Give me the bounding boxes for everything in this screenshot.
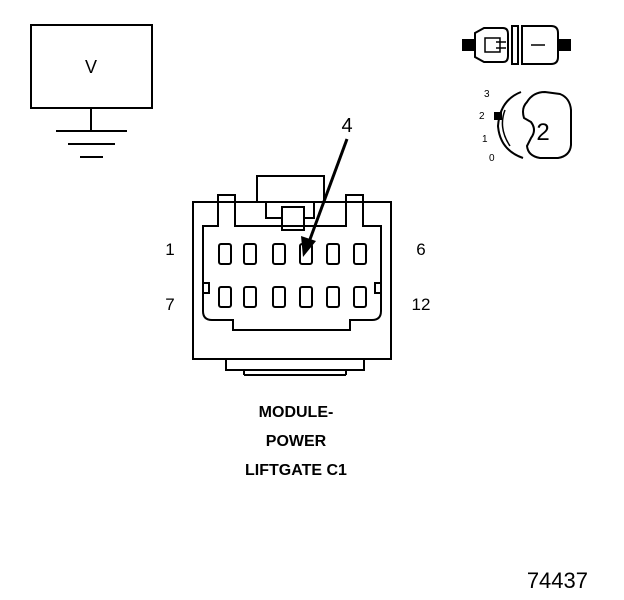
pin-pointer-label: 4 <box>341 115 352 137</box>
connector-body <box>192 201 392 360</box>
pin-label-bottom-left: 7 <box>165 295 174 314</box>
pin-9 <box>272 286 286 308</box>
pin-row-top <box>218 243 367 265</box>
pin-10 <box>299 286 313 308</box>
connector <box>192 175 392 376</box>
voltmeter-label: V <box>85 57 97 77</box>
selector-position-2: 2 <box>479 111 485 122</box>
test-probe-icon <box>462 25 571 65</box>
pin-12 <box>353 286 367 308</box>
connector-foot <box>225 359 365 371</box>
pin-8 <box>243 286 257 308</box>
connector-title-line-3: LIFTGATE C1 <box>245 462 347 479</box>
pin-label-bottom-right: 12 <box>412 295 431 314</box>
selector-dial-icon: 3 2 1 0 2 <box>479 89 572 164</box>
connector-title-line-2: POWER <box>266 433 327 450</box>
pin-6 <box>353 243 367 265</box>
selector-position-1: 1 <box>482 134 488 145</box>
pin-7 <box>218 286 232 308</box>
selector-value: 2 <box>536 119 549 146</box>
selector-position-3: 3 <box>484 89 490 100</box>
connector-cavity <box>202 194 382 331</box>
connector-title-line-1: MODULE- <box>259 404 334 421</box>
pin-5 <box>326 243 340 265</box>
pin-11 <box>326 286 340 308</box>
pin-row-bottom <box>218 286 367 308</box>
pin-1 <box>218 243 232 265</box>
pin-label-top-right: 6 <box>416 240 425 259</box>
selector-position-0: 0 <box>489 153 495 164</box>
pin-2 <box>243 243 257 265</box>
ground-symbol <box>56 108 127 158</box>
pin-label-top-left: 1 <box>165 240 174 259</box>
pin-pointer-arrow <box>301 138 349 257</box>
pin-3 <box>272 243 286 265</box>
connector-lock-tab <box>256 175 325 203</box>
figure-number: 74437 <box>527 568 588 593</box>
voltmeter: V <box>30 24 153 158</box>
